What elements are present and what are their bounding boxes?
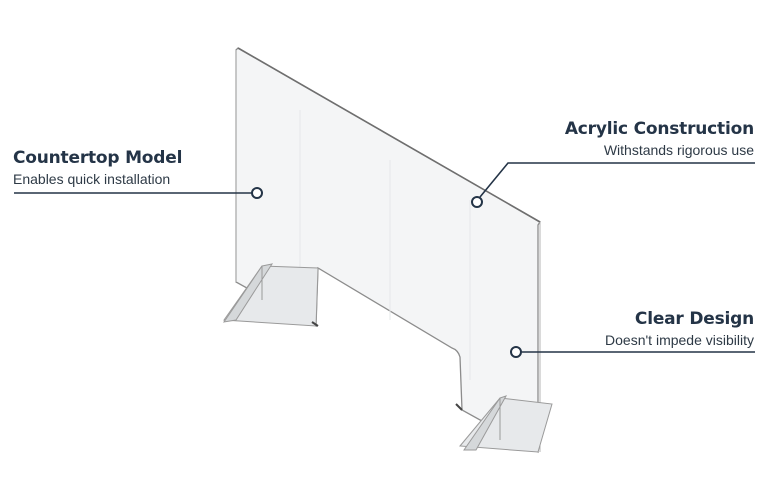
callout-description: Withstands rigorous use (603, 142, 754, 158)
leader-dot-right-bottom (510, 346, 522, 358)
callout-acrylic-construction: Acrylic Construction Withstands rigorous… (565, 119, 754, 159)
leader-dot-left (251, 187, 263, 199)
callout-title: Clear Design (634, 309, 754, 329)
leader-dot-right-top (471, 196, 483, 208)
callout-clear-design: Clear Design Doesn't impede visibility (605, 309, 754, 349)
callout-countertop-model: Countertop Model Enables quick installat… (13, 148, 182, 188)
callout-description: Enables quick installation (13, 171, 171, 187)
callout-title: Countertop Model (13, 148, 183, 168)
left-foot-stand (222, 263, 319, 327)
callout-description: Doesn't impede visibility (605, 332, 754, 348)
leader-line-right-top (479, 162, 755, 198)
acrylic-panel (235, 47, 541, 454)
right-foot-stand (455, 395, 553, 453)
callout-title: Acrylic Construction (564, 119, 754, 139)
panel-top-edge (237, 47, 541, 223)
